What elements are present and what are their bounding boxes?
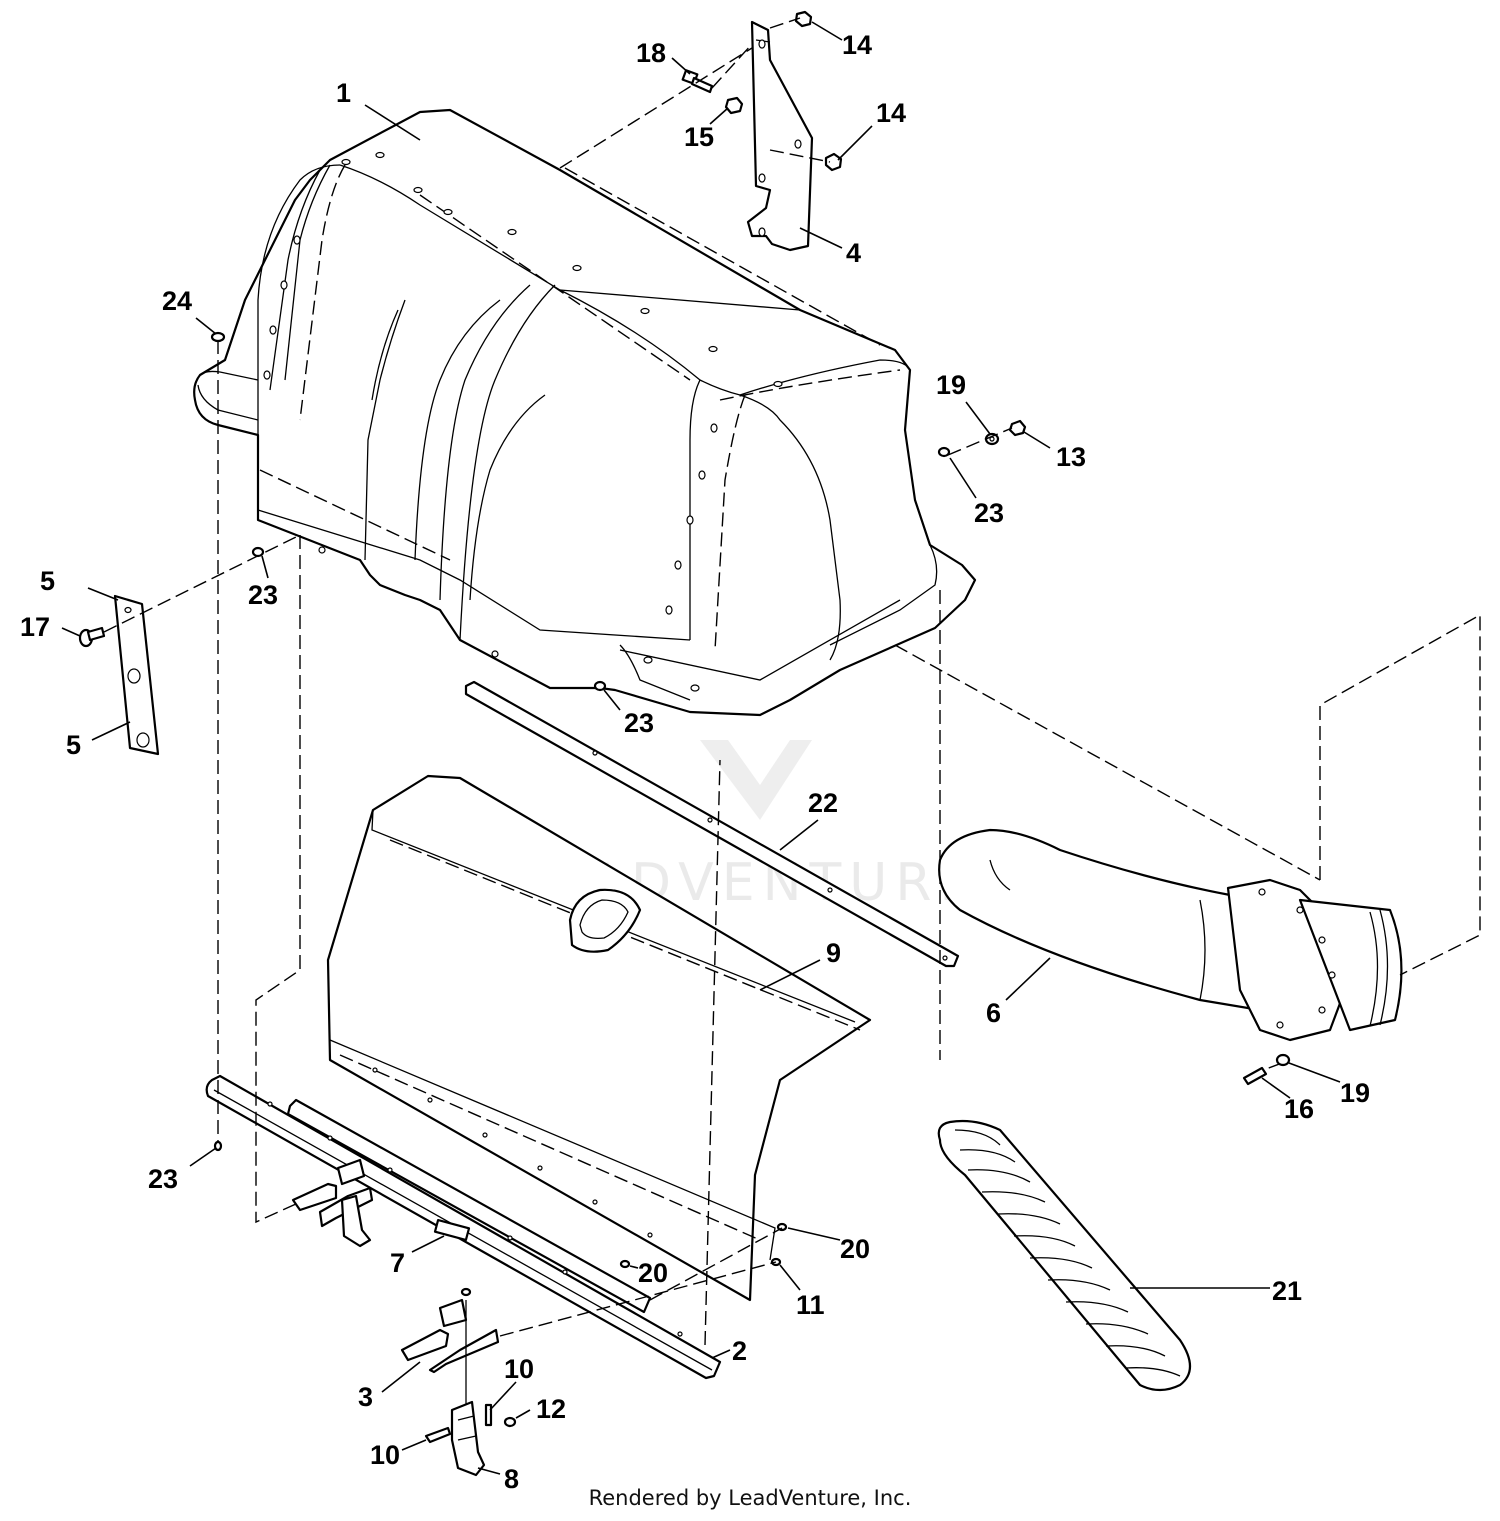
plate-part-5	[113, 594, 160, 756]
pin-10-upper	[484, 1403, 493, 1427]
callout-8: 8	[504, 1464, 519, 1494]
callout-7: 7	[390, 1248, 405, 1278]
callout-16: 16	[1284, 1094, 1314, 1124]
callout-23-right: 23	[974, 498, 1004, 528]
callout-4: 4	[846, 238, 861, 268]
callout-labels: 1 14 18 15 14 4 24 19 13 23 23 5 17 5 23…	[20, 30, 1370, 1494]
bracket-part-4	[746, 20, 814, 252]
callout-3: 3	[358, 1382, 373, 1412]
latch-part-8	[450, 1400, 486, 1477]
bolt-10-lower	[424, 1426, 452, 1444]
callout-2: 2	[732, 1336, 747, 1366]
callout-20-upper: 20	[840, 1234, 870, 1264]
hose-part-21	[937, 1119, 1192, 1392]
strip-part-22	[464, 680, 960, 968]
leader-lines	[61, 21, 1341, 1475]
hood-mounting-holes	[263, 151, 783, 692]
callout-10-upper: 10	[504, 1354, 534, 1384]
callout-20-lower: 20	[638, 1258, 668, 1288]
callout-14-upper: 14	[842, 30, 872, 60]
nut-14-lower	[824, 152, 843, 172]
callout-21: 21	[1272, 1276, 1302, 1306]
bolt-17	[78, 626, 106, 648]
bolt-16	[1242, 1066, 1268, 1086]
bolt-23-left	[251, 546, 265, 558]
bolt-23-bottom	[213, 1140, 223, 1152]
callout-5-lower: 5	[66, 730, 81, 760]
callout-12: 12	[536, 1394, 566, 1424]
chute-part-6	[938, 828, 1403, 1042]
nut-top-3	[460, 1287, 472, 1297]
hood-part-1	[193, 108, 977, 717]
callout-9: 9	[826, 938, 841, 968]
callout-13: 13	[1056, 442, 1086, 472]
bolt-24	[210, 331, 226, 343]
washer-19-lower	[1275, 1053, 1291, 1067]
washer-19-upper	[984, 432, 1000, 446]
callout-14-lower: 14	[876, 98, 906, 128]
nut-13	[1008, 419, 1027, 437]
bar-holes	[267, 1101, 683, 1337]
callout-17: 17	[20, 612, 50, 642]
latch-assembly-left	[291, 1158, 374, 1248]
nut-14-upper	[794, 10, 813, 28]
flap-part-9	[326, 774, 872, 1302]
chute-flange-bolts	[1258, 888, 1336, 1029]
callout-6: 6	[986, 998, 1001, 1028]
callout-22: 22	[808, 788, 838, 818]
nut-12	[503, 1416, 517, 1428]
callout-19-upper: 19	[936, 370, 966, 400]
footer-credit: Rendered by LeadVenture, Inc.	[588, 1486, 912, 1510]
washer-20-lower	[619, 1259, 631, 1269]
bolt-18	[681, 69, 714, 94]
callout-15: 15	[684, 122, 714, 152]
bolt-23-center	[593, 680, 607, 692]
callout-10-lower: 10	[370, 1440, 400, 1470]
hinge-part-3	[400, 1298, 500, 1410]
callout-23-center: 23	[624, 708, 654, 738]
callout-24: 24	[162, 286, 192, 316]
label-plate-7	[433, 1218, 471, 1242]
flap-holes	[372, 1067, 653, 1238]
callout-23-bottom: 23	[148, 1164, 178, 1194]
callout-19-lower: 19	[1340, 1078, 1370, 1108]
callout-1: 1	[336, 78, 351, 108]
callout-5-upper: 5	[40, 566, 55, 596]
callout-18: 18	[636, 38, 666, 68]
bolt-23-right	[937, 446, 951, 458]
callout-11: 11	[796, 1290, 825, 1320]
nut-15	[724, 96, 744, 115]
callout-23-left: 23	[248, 580, 278, 610]
